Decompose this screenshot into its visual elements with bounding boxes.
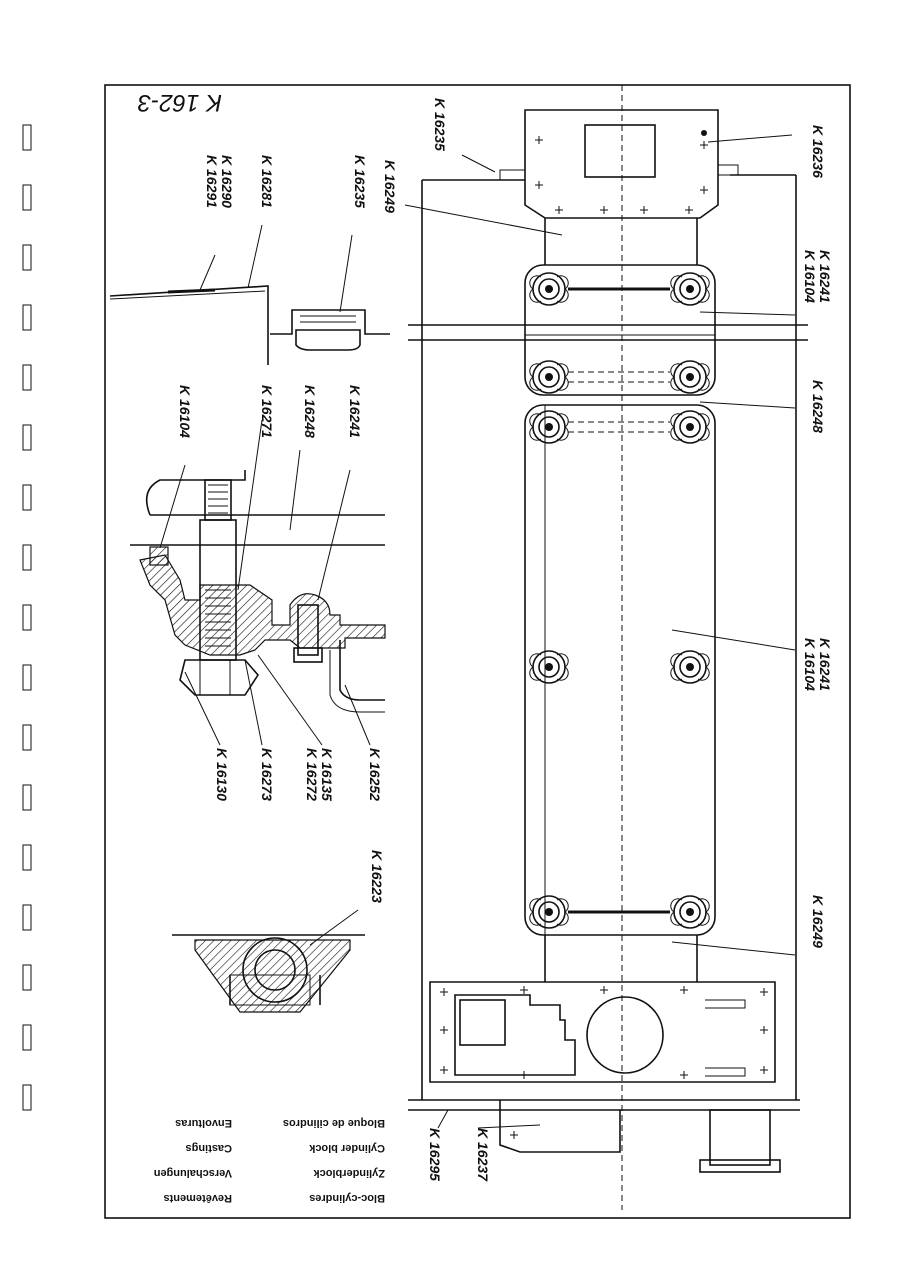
label-k16295: K 16295	[427, 1128, 443, 1181]
caption-1-1: Bloc-cylindres	[309, 1192, 385, 1204]
label-k16135: K 16135	[319, 748, 335, 801]
label-k16290: K 16290	[219, 155, 235, 208]
label-k16249-top: K 16249	[382, 160, 398, 213]
label-k16237: K 16237	[475, 1128, 491, 1182]
label-k16130: K 16130	[214, 748, 230, 801]
label-k16249-bottom: K 16249	[810, 895, 826, 948]
label-k16236: K 16236	[810, 125, 826, 178]
label-k16273: K 16273	[259, 748, 275, 801]
caption-2-3: Castings	[186, 1142, 232, 1154]
binder-holes	[22, 124, 32, 1111]
caption-1-4: Bloque de cilindros	[283, 1117, 385, 1129]
caption-1-3: Cylinder block	[308, 1142, 385, 1154]
drawing-frame	[104, 84, 851, 1219]
label-k16235-top: K 16235	[432, 98, 448, 151]
label-k16104-detail: K 16104	[177, 385, 193, 438]
bearing-detail	[172, 909, 365, 1013]
caption-2-1: Revêtements	[164, 1192, 232, 1204]
label-k16248-right: K 16248	[810, 380, 826, 433]
label-k16241-top: K 16241	[817, 250, 833, 303]
caption-1-2: Zylinderblock	[313, 1167, 385, 1179]
caption-block: Bloc-cylindres Zylinderblock Cylinder bl…	[153, 1117, 385, 1204]
label-k16272: K 16272	[304, 748, 320, 801]
section-detail	[130, 419, 386, 746]
label-k16291: K 16291	[204, 155, 220, 208]
label-k16223: K 16223	[369, 850, 385, 903]
label-k16248-detail: K 16248	[302, 385, 318, 438]
label-k16104-mid: K 16104	[802, 638, 818, 691]
panel-detail	[109, 224, 269, 365]
plan-view	[404, 85, 808, 1210]
label-k16241-detail: K 16241	[347, 385, 363, 438]
label-k16235-detail: K 16235	[352, 155, 368, 208]
page-title: K 162-3	[137, 89, 222, 116]
label-k16241-mid: K 16241	[817, 638, 833, 691]
caption-2-2: Verschalungen	[153, 1167, 232, 1179]
caption-2-4: Envolturas	[175, 1117, 232, 1129]
label-k16281: K 16281	[259, 155, 275, 208]
label-k16252: K 16252	[367, 748, 383, 801]
label-k16271: K 16271	[259, 385, 275, 438]
cap-detail	[270, 234, 390, 351]
label-k16104-top: K 16104	[802, 250, 818, 303]
